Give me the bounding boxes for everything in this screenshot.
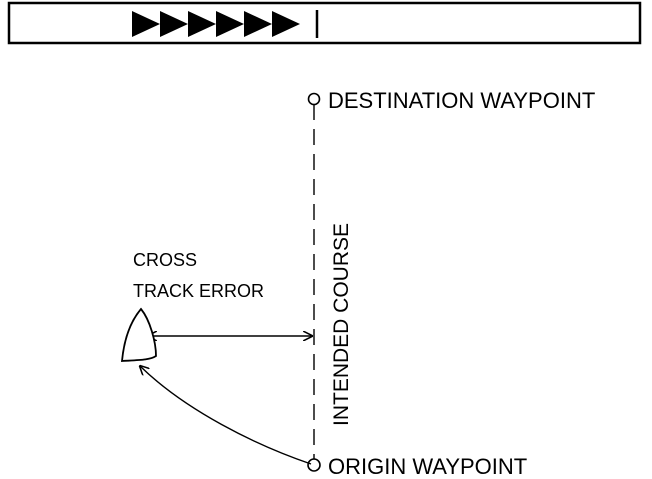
steer-arrow-icon xyxy=(272,11,300,37)
steer-arrow-icon xyxy=(160,11,188,37)
boat-icon xyxy=(121,307,157,362)
indicator-frame xyxy=(7,1,642,45)
destination-waypoint-label: DESTINATION WAYPOINT xyxy=(328,88,595,113)
steer-arrow-icon xyxy=(188,11,216,37)
destination-waypoint-marker xyxy=(307,92,321,106)
intended-course-label: INTENDED COURSE xyxy=(330,223,353,426)
cross-track-label-line1: CROSS xyxy=(133,250,197,270)
steering-indicator-bar xyxy=(7,1,642,45)
steer-arrows-group xyxy=(132,11,300,37)
steer-arrow-icon xyxy=(244,11,272,37)
origin-waypoint-marker xyxy=(307,458,321,472)
cross-track-label-line2: TRACK ERROR xyxy=(133,281,264,301)
origin-waypoint-label: ORIGIN WAYPOINT xyxy=(328,454,527,479)
steer-arrow-icon xyxy=(216,11,244,37)
actual-track-arrow xyxy=(140,366,312,465)
steer-arrow-icon xyxy=(132,11,160,37)
